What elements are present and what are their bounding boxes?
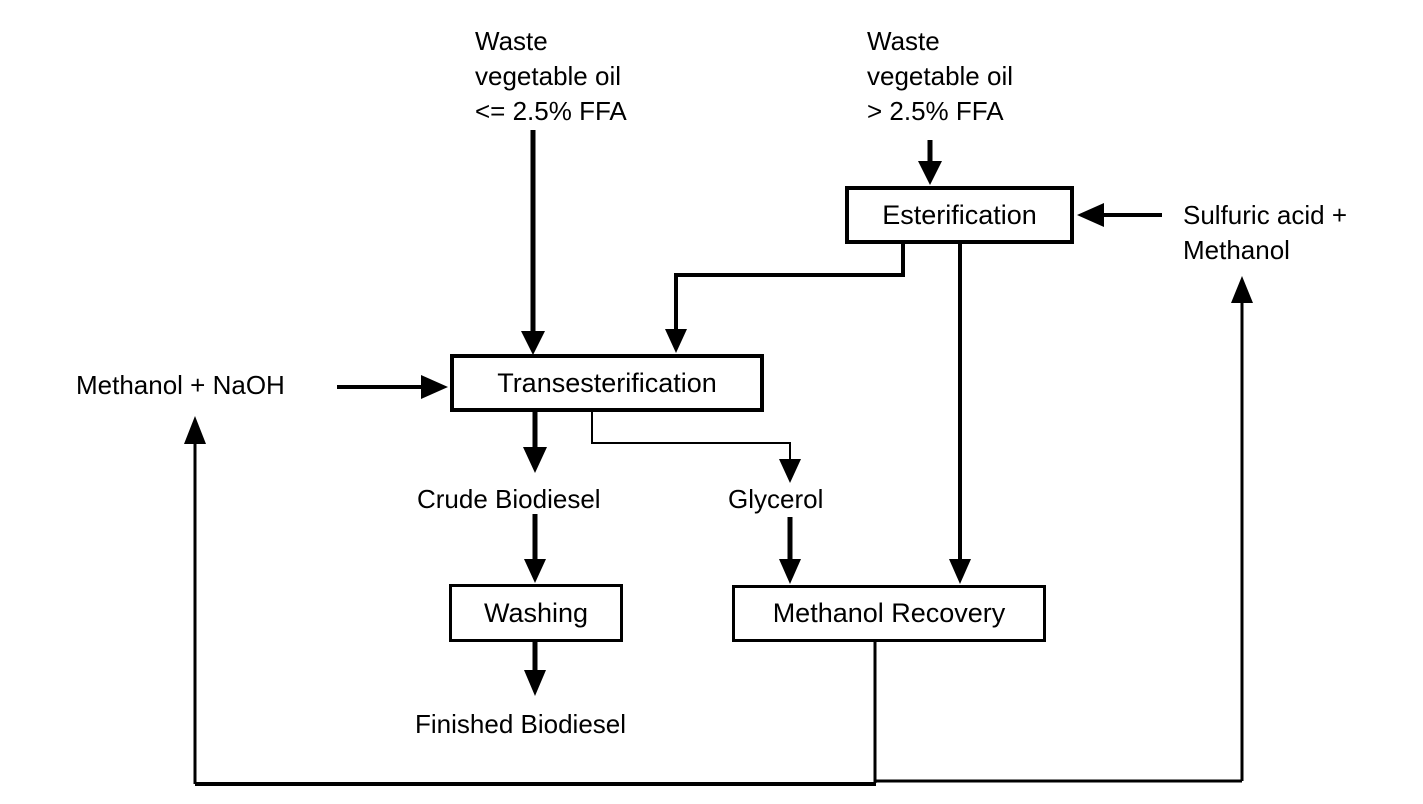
arrowhead-down-icon	[918, 161, 942, 185]
esterification-process-box: Esterification	[845, 186, 1074, 244]
arrowhead-down-icon	[521, 331, 545, 355]
waste-oil-high-ffa-label: Waste vegetable oil > 2.5% FFA	[867, 26, 1013, 126]
arrowhead-down-icon	[665, 329, 687, 353]
arrowhead-down-icon	[523, 447, 547, 473]
esterification-box-label: Esterification	[882, 199, 1037, 230]
arrow-glycerol-to-methanol-recovery	[779, 517, 801, 584]
arrow-methanol-naoh-to-transesterification	[337, 375, 448, 399]
arrow-transesterification-to-glycerol	[591, 411, 801, 483]
methanol-recovery-box-label: Methanol Recovery	[772, 598, 1006, 628]
arrowhead-down-icon	[949, 559, 971, 584]
arrow-sulfuric-methanol-to-esterification	[1077, 203, 1162, 227]
arrow-washing-to-finished-biodiesel	[524, 642, 546, 696]
methanol-naoh-label: Methanol + NaOH	[76, 370, 285, 400]
arrowhead-up-icon	[1231, 276, 1253, 303]
recycle-line-methanol-recovery-to-feeds	[184, 276, 1253, 786]
arrowhead-down-icon	[524, 559, 546, 583]
arrow-esterification-to-transesterification	[665, 243, 905, 353]
waste-oil-low-ffa-label: Waste vegetable oil <= 2.5% FFA	[475, 26, 627, 126]
arrowhead-down-icon	[779, 559, 801, 584]
arrowhead-up-icon	[184, 416, 206, 444]
transesterification-process-box: Transesterification	[450, 354, 764, 412]
methanol-recovery-process-box: Methanol Recovery	[732, 585, 1046, 642]
arrow-waste-oil-high-to-esterification	[918, 140, 942, 185]
arrow-waste-oil-low-to-transesterification	[521, 130, 545, 355]
finished-biodiesel-label: Finished Biodiesel	[415, 709, 627, 739]
arrowhead-left-icon	[1077, 203, 1104, 227]
arrowhead-right-icon	[421, 375, 448, 399]
arrowhead-down-icon	[779, 459, 801, 483]
arrow-transesterification-to-crude-biodiesel	[523, 411, 547, 473]
sulfuric-acid-methanol-label: Sulfuric acid + Methanol	[1183, 200, 1348, 265]
arrow-esterification-to-methanol-recovery	[949, 243, 971, 584]
arrow-crude-biodiesel-to-washing	[524, 514, 546, 583]
washing-box-label: Washing	[483, 597, 589, 628]
glycerol-label: Glycerol	[728, 484, 824, 514]
washing-process-box: Washing	[449, 584, 623, 642]
arrowhead-down-icon	[524, 670, 546, 696]
crude-biodiesel-label: Crude Biodiesel	[417, 484, 601, 514]
transesterification-box-label: Transesterification	[497, 367, 717, 398]
